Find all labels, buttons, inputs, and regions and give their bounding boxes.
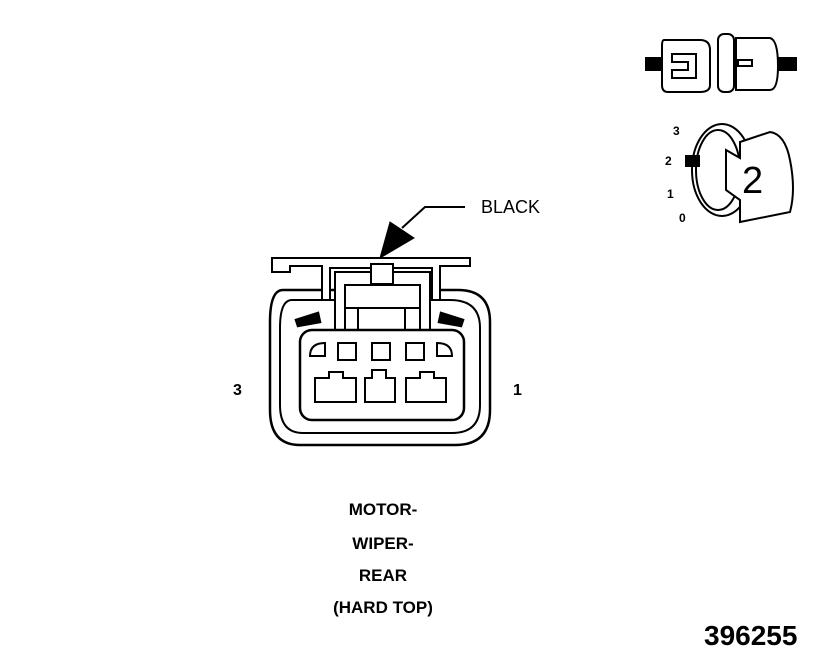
color-callout-leader	[379, 206, 465, 260]
color-callout-label: BLACK	[481, 197, 541, 217]
caption-line-1: MOTOR-	[348, 500, 418, 519]
caption-line-2: WIPER-	[352, 534, 414, 553]
connector-side-ribs	[294, 311, 465, 328]
mated-connector-icon	[645, 33, 797, 93]
pin-label-right: 1	[513, 382, 522, 399]
position-label-2: 2	[665, 154, 672, 168]
caption-line-3: REAR	[358, 566, 408, 585]
terminal-cavity-block	[298, 328, 466, 422]
key-number: 2	[742, 160, 764, 202]
position-label-3: 3	[673, 124, 680, 138]
position-label-0: 0	[679, 211, 686, 225]
figure-number: 396255	[704, 620, 798, 651]
key-position-icon	[685, 123, 794, 224]
pin-label-left: 3	[233, 382, 242, 399]
position-label-1: 1	[667, 187, 674, 201]
connector-housing	[268, 288, 492, 447]
caption-line-4: (HARD TOP)	[333, 598, 433, 617]
